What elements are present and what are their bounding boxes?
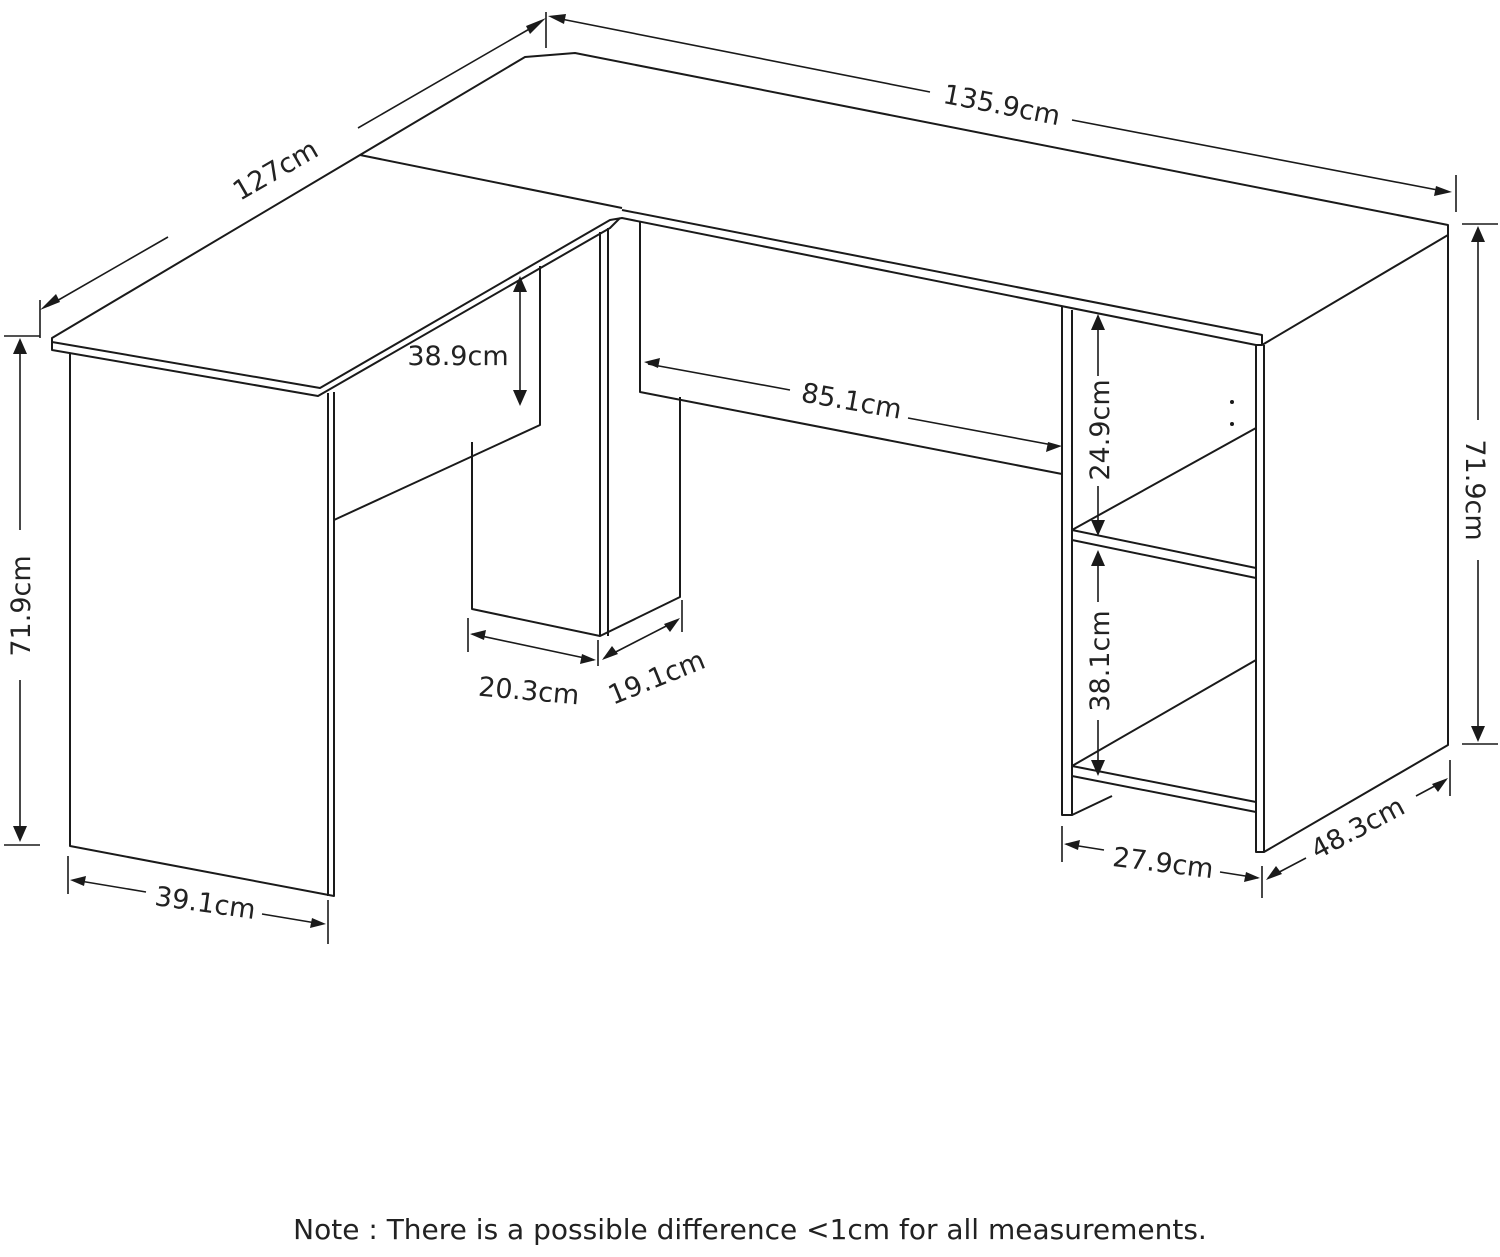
desk-top-inner-edge	[359, 154, 623, 209]
label-leg-width: 20.3cm	[477, 672, 581, 712]
right-end-panel	[1255, 235, 1449, 853]
label-legroom-width: 85.1cm	[799, 378, 904, 426]
back-modesty-panel	[639, 222, 1063, 475]
label-right-height: 71.9cm	[1459, 439, 1490, 540]
label-left-height: 71.9cm	[6, 555, 37, 656]
center-leg-side	[599, 228, 609, 636]
label-left-return-panel: 38.9cm	[407, 341, 508, 372]
label-left-leg-depth: 39.1cm	[153, 881, 258, 926]
label-left-width: 127cm	[228, 134, 324, 207]
shelf-pin	[1230, 400, 1234, 404]
measurement-note: Note : There is a possible difference <1…	[293, 1213, 1207, 1246]
label-leg-depth: 19.1cm	[604, 645, 710, 712]
left-modesty-panel	[333, 266, 541, 521]
left-end-panel	[69, 354, 335, 897]
label-upper-shelf-height: 24.9cm	[1085, 379, 1116, 480]
desk-top-back-edge	[621, 209, 1263, 345]
shelf-upper	[1071, 427, 1257, 579]
center-leg	[471, 397, 681, 637]
shelf-pin	[1230, 422, 1234, 426]
label-lower-shelf-height: 38.1cm	[1085, 610, 1116, 711]
desk-top-front-edge	[51, 217, 621, 397]
right-shelf-unit	[1061, 307, 1073, 816]
label-right-depth: 48.3cm	[1306, 791, 1410, 866]
dimension-labels: 127cm 135.9cm 71.9cm 71.9cm 38.9cm 85.1c…	[6, 79, 1490, 926]
label-back-width: 135.9cm	[941, 79, 1063, 132]
desk-top	[51, 52, 1449, 389]
label-shelf-width: 27.9cm	[1111, 842, 1215, 885]
dimension-lines	[4, 12, 1498, 944]
shelf-lower	[1071, 659, 1257, 813]
desk-outline	[51, 52, 1449, 897]
shelf-unit-kick	[1071, 795, 1113, 816]
